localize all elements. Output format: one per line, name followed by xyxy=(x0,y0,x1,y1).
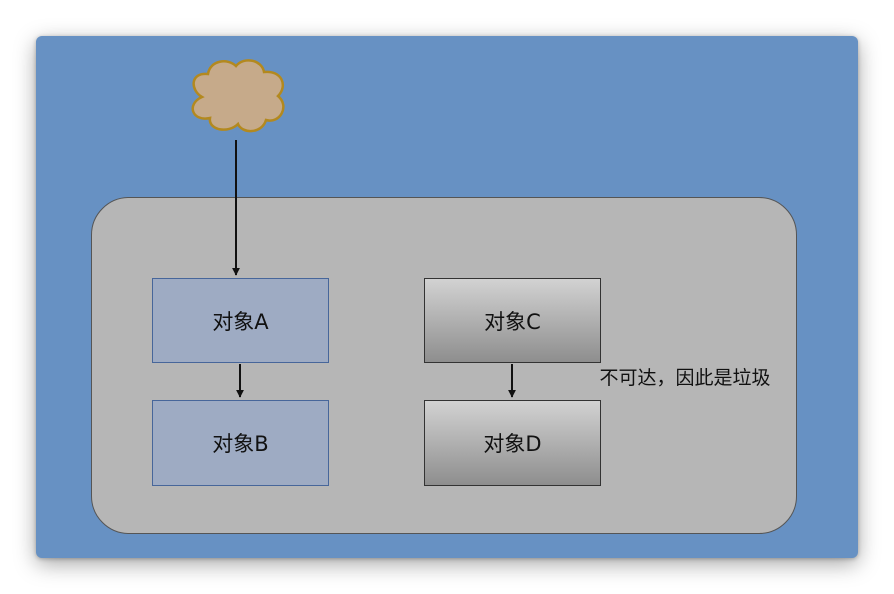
object-d-label: 对象D xyxy=(483,432,542,456)
object-d-node: 对象D xyxy=(424,400,601,486)
object-c-node: 对象C xyxy=(424,278,601,363)
object-b-label: 对象B xyxy=(212,432,269,456)
unreachable-garbage-note: 不可达，因此是垃圾 xyxy=(599,367,771,389)
object-a-label: 对象A xyxy=(212,309,269,334)
object-b-node: 对象B xyxy=(152,400,329,486)
object-a-node: 对象A xyxy=(152,278,329,363)
object-c-label: 对象C xyxy=(484,309,541,334)
